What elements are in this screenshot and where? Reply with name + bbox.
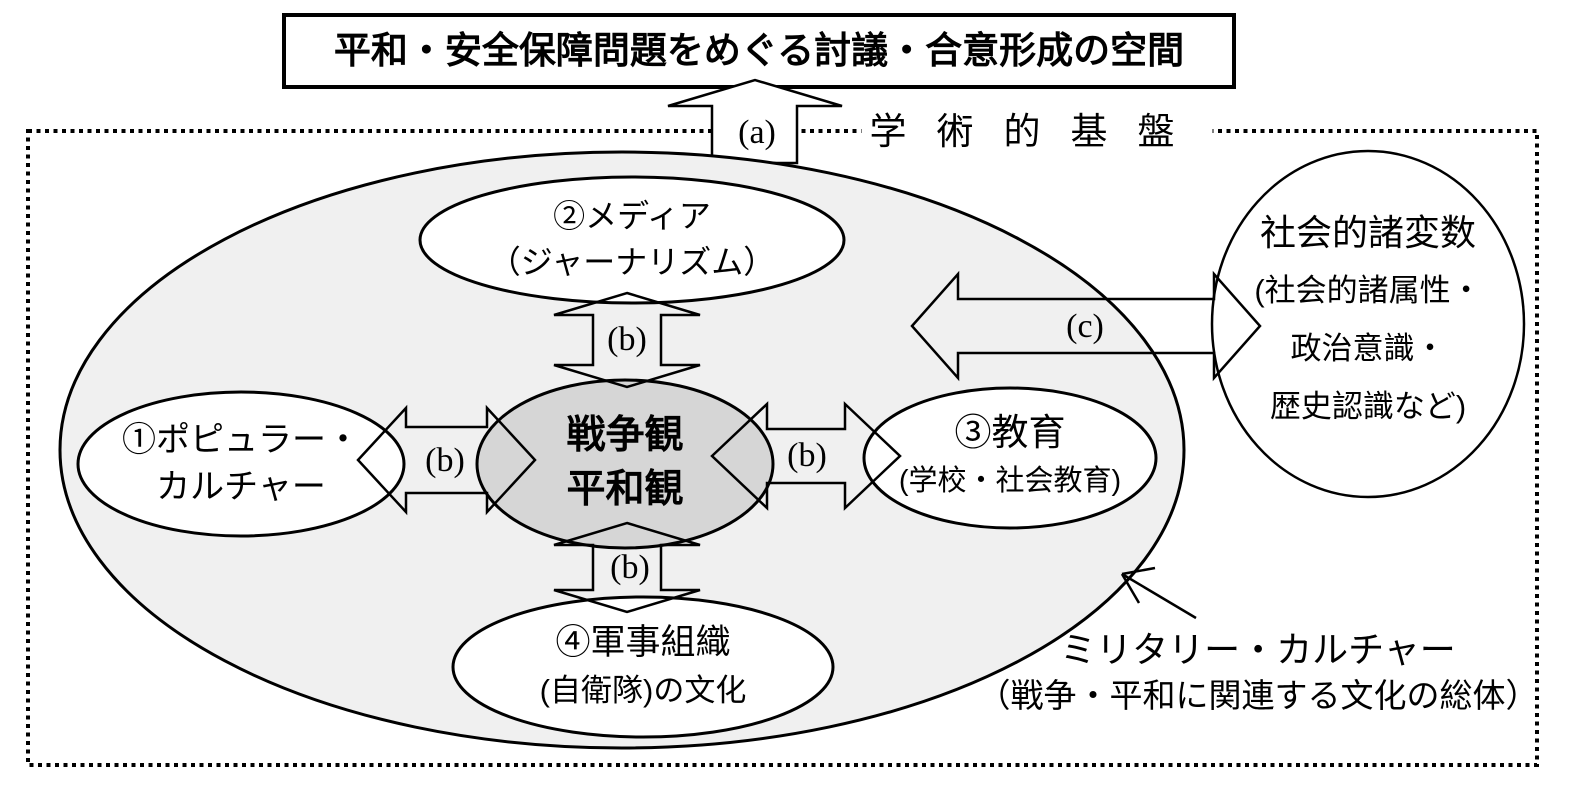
popular-culture-line1: ①ポピュラー・ (122, 421, 360, 459)
arrow-b-top (553, 291, 701, 389)
arrow-a (667, 78, 843, 165)
arrow-b-top-label: (b) (607, 320, 647, 358)
education-line2: (学校・社会教育) (898, 465, 1122, 497)
arrow-c (910, 270, 1262, 382)
war-peace-ellipse (475, 378, 775, 550)
military-org-line2: (自衛隊)の文化 (539, 673, 747, 708)
education-node-label: ③教育 (学校・社会教育) (899, 409, 1121, 505)
arrow-b-right-label: (b) (787, 436, 827, 474)
military-org-line1: ④軍事組織 (555, 623, 731, 662)
media-line2: （ジャーナリズム） (488, 244, 776, 280)
social-variables-circle (1210, 149, 1526, 499)
arrow-b-left (356, 404, 537, 516)
education-line1: ③教育 (954, 412, 1066, 453)
popular-culture-ellipse (76, 390, 406, 538)
war-view-line: 戦争観 (566, 414, 684, 457)
media-node-label: ②メディア （ジャーナリズム） (489, 193, 775, 285)
peace-view-line: 平和観 (566, 468, 684, 511)
arrow-b-bottom-label: (b) (610, 548, 650, 586)
social-variables-line4: 歴史認識など) (1269, 389, 1467, 424)
war-peace-node-label: 戦争観 平和観 (566, 409, 683, 517)
media-ellipse (418, 175, 846, 305)
social-variables-line1: 社会的諸変数 (1259, 212, 1477, 253)
media-line1: ②メディア (553, 198, 711, 234)
discussion-space-label: 平和・安全保障問題をめぐる討議・合意形成の空間 (333, 29, 1185, 71)
education-ellipse (862, 386, 1158, 530)
social-variables-label: 社会的諸変数 (社会的諸属性・ 政治意識・ 歴史認識など) (1254, 204, 1481, 436)
arrow-b-bottom (553, 521, 701, 614)
popular-culture-node-label: ①ポピュラー・ カルチャー (122, 417, 360, 511)
military-culture-caption: ミリタリー・カルチャー （戦争・平和に関連する文化の総体） (978, 627, 1539, 719)
military-org-node-label: ④軍事組織 (自衛隊)の文化 (540, 619, 747, 715)
arrow-b-left-label: (b) (425, 441, 465, 479)
academic-foundation-label: 学術的基盤 (861, 106, 1213, 158)
social-variables-line2: (社会的諸属性・ (1254, 273, 1482, 308)
social-variables-line3: 政治意識・ (1290, 331, 1446, 366)
military-culture-pointer-arrow (1120, 566, 1197, 620)
arrow-a-label: (a) (738, 113, 776, 151)
discussion-space-box (282, 13, 1236, 89)
popular-culture-line2: カルチャー (156, 468, 326, 506)
military-culture-caption-line1: ミリタリー・カルチャー (1060, 629, 1456, 670)
arrow-b-right (710, 401, 902, 511)
military-org-ellipse (451, 595, 835, 739)
arrow-c-label: (c) (1066, 307, 1104, 345)
military-culture-caption-line2: （戦争・平和に関連する文化の総体） (977, 677, 1539, 714)
